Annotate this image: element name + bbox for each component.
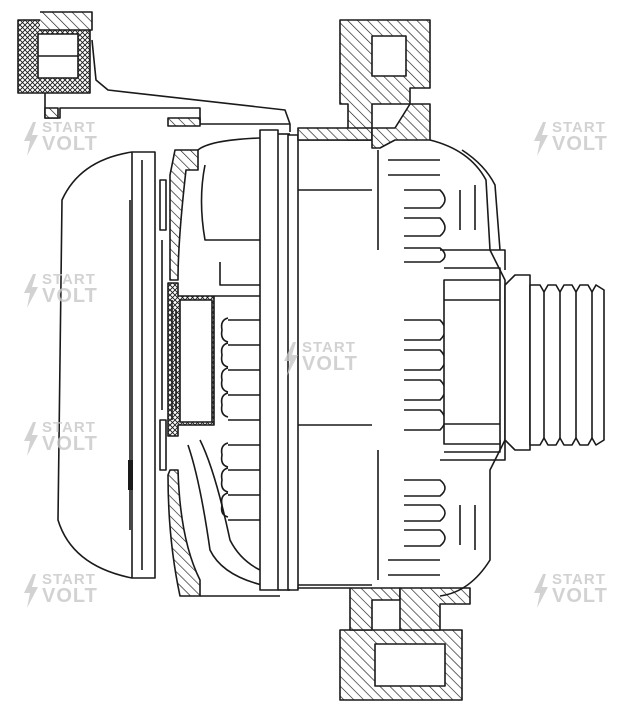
pulley (504, 274, 605, 451)
front-fan (377, 150, 476, 580)
rear-housing (169, 149, 199, 281)
stator (259, 129, 372, 591)
shaft (443, 279, 501, 445)
rear-cover (57, 151, 133, 579)
output-terminal (17, 11, 93, 94)
front-housing (297, 19, 506, 701)
